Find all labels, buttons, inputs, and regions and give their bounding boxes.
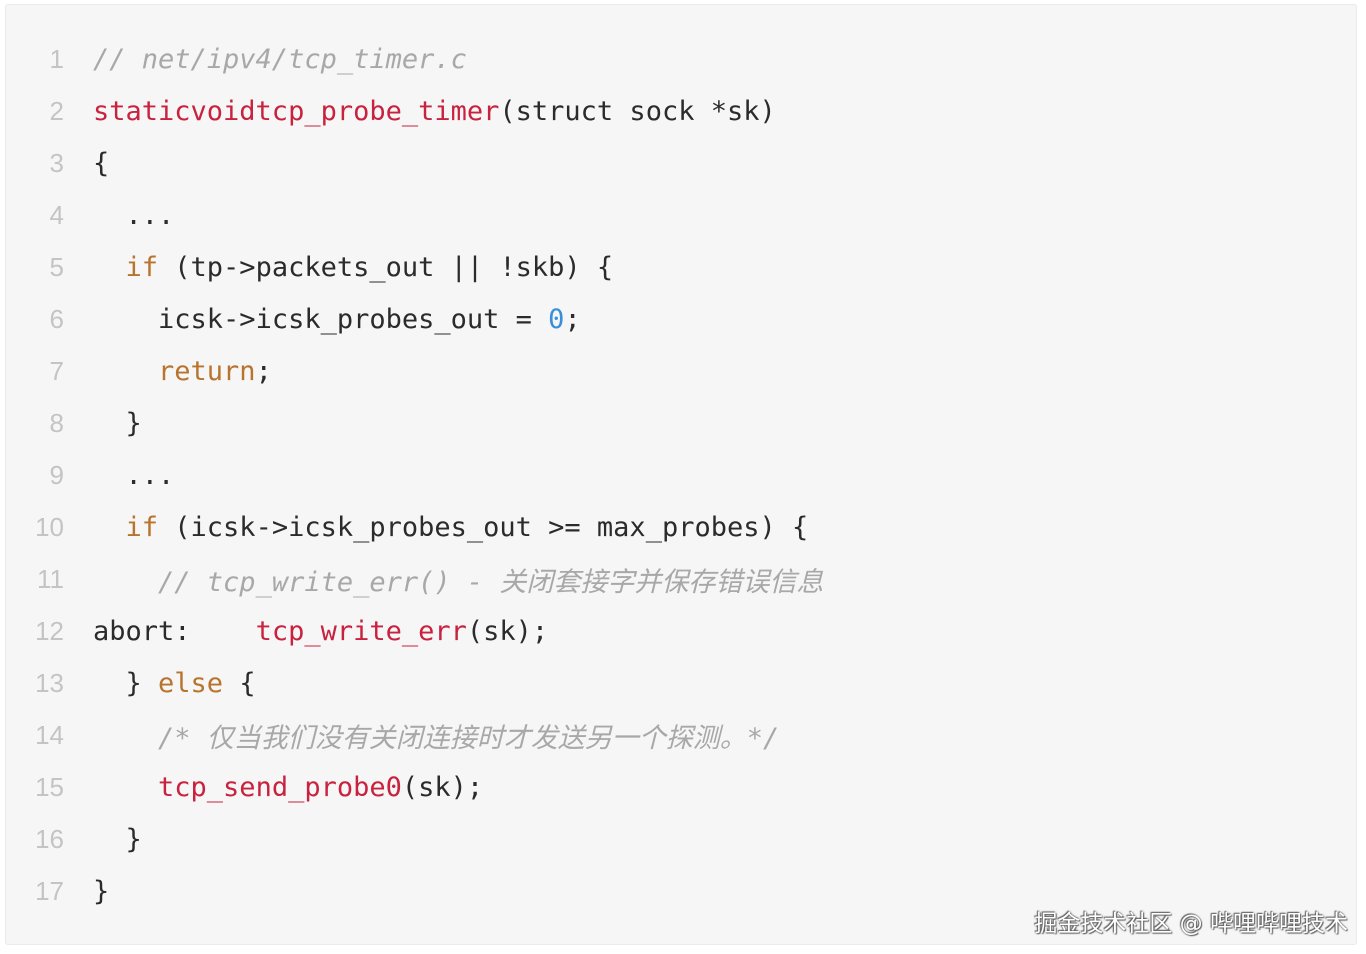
code-text: return; bbox=[93, 356, 272, 387]
code-text: if (tp->packets_out || !skb) { bbox=[93, 251, 614, 283]
code-token-plain: ; bbox=[564, 303, 581, 335]
code-line: 9 ... bbox=[6, 449, 1356, 501]
code-line: 4 ... bbox=[6, 189, 1356, 241]
line-number: 3 bbox=[49, 147, 64, 178]
code-text: } else { bbox=[93, 668, 256, 699]
code-line: 7 return; bbox=[6, 345, 1356, 397]
code-token-plain: (struct sock *sk) bbox=[499, 95, 776, 127]
code-line: 5 if (tp->packets_out || !skb) { bbox=[6, 241, 1356, 293]
line-number: 10 bbox=[35, 511, 64, 542]
code-token-function: tcp_write_err bbox=[255, 615, 467, 647]
code-token-comment: /* 仅当我们没有关闭连接时才发送另一个探测。*/ bbox=[158, 722, 780, 754]
line-number: 7 bbox=[49, 355, 64, 386]
code-token-plain: (sk); bbox=[466, 615, 549, 647]
code-token-plain: } bbox=[125, 667, 159, 699]
code-token-plain: (icsk->icsk_probes_out >= max_probes) { bbox=[158, 511, 809, 543]
code-token-keyword: if bbox=[125, 251, 159, 283]
code-line: 13 } else { bbox=[6, 657, 1356, 709]
code-text: { bbox=[93, 148, 109, 179]
code-line: 1 // net/ipv4/tcp_timer.c bbox=[6, 33, 1356, 85]
code-token-plain: abort: bbox=[93, 615, 256, 647]
line-number: 14 bbox=[35, 719, 64, 750]
code-line: 16 } bbox=[6, 813, 1356, 865]
line-number: 16 bbox=[35, 823, 64, 854]
code-text: if (icsk->icsk_probes_out >= max_probes)… bbox=[93, 511, 809, 543]
code-line: 10 if (icsk->icsk_probes_out >= max_prob… bbox=[6, 501, 1356, 553]
code-text: // tcp_write_err() - 关闭套接字并保存错误信息 bbox=[93, 560, 823, 599]
code-token-plain: } bbox=[93, 875, 110, 907]
code-token-plain: { bbox=[93, 147, 110, 179]
code-text: icsk->icsk_probes_out = 0; bbox=[93, 304, 581, 335]
code-text: /* 仅当我们没有关闭连接时才发送另一个探测。*/ bbox=[93, 716, 779, 755]
line-number: 15 bbox=[35, 771, 64, 802]
code-line: 3{ bbox=[6, 137, 1356, 189]
code-block: 1 // net/ipv4/tcp_timer.c 2 staticvoidtcp_p… bbox=[5, 4, 1357, 945]
line-number: 11 bbox=[37, 563, 64, 594]
code-line: 12 abort: tcp_write_err(sk); bbox=[6, 605, 1356, 657]
code-token-plain: (sk); bbox=[401, 771, 484, 803]
code-token-keyword: if bbox=[125, 511, 159, 543]
code-token-comment: // tcp_write_err() - 关闭套接字并保存错误信息 bbox=[158, 566, 824, 598]
line-number: 5 bbox=[49, 251, 64, 282]
line-number: 2 bbox=[49, 95, 64, 126]
code-token-plain: { bbox=[223, 667, 256, 699]
code-text: // net/ipv4/tcp_timer.c bbox=[93, 44, 467, 75]
code-token-plain: } bbox=[125, 407, 142, 439]
code-line: 2 staticvoidtcp_probe_timer(struct sock *… bbox=[6, 85, 1356, 137]
line-number: 1 bbox=[49, 43, 64, 74]
line-number: 4 bbox=[49, 199, 64, 230]
code-token-plain: ; bbox=[255, 355, 272, 387]
code-line: 6 icsk->icsk_probes_out = 0; bbox=[6, 293, 1356, 345]
code-token-number: 0 bbox=[548, 303, 565, 335]
line-number: 9 bbox=[49, 459, 64, 490]
code-token-keyword: else bbox=[158, 667, 224, 699]
code-text: tcp_send_probe0(sk); bbox=[93, 772, 483, 803]
code-line: 11 // tcp_write_err() - 关闭套接字并保存错误信息 bbox=[6, 553, 1356, 605]
code-text: } bbox=[93, 876, 109, 907]
code-token-function: staticvoidtcp_probe_timer bbox=[93, 95, 500, 127]
code-text: } bbox=[93, 408, 142, 439]
line-number: 8 bbox=[49, 407, 64, 438]
code-token-plain: icsk->icsk_probes_out = bbox=[158, 303, 549, 335]
code-token-plain: (tp->packets_out || !skb) { bbox=[158, 251, 614, 283]
code-text: ... bbox=[93, 459, 175, 491]
code-line: 14 /* 仅当我们没有关闭连接时才发送另一个探测。*/ bbox=[6, 709, 1356, 761]
code-text: ... bbox=[93, 199, 175, 231]
code-token-comment: // net/ipv4/tcp_timer.c bbox=[93, 43, 467, 75]
line-number: 13 bbox=[35, 667, 64, 698]
code-text: abort: tcp_write_err(sk); bbox=[93, 616, 548, 647]
line-number: 17 bbox=[35, 875, 64, 906]
line-number: 6 bbox=[49, 303, 64, 334]
code-line: 8 } bbox=[6, 397, 1356, 449]
code-line: 17} bbox=[6, 865, 1356, 917]
line-number: 12 bbox=[35, 615, 64, 646]
code-token-plain: ... bbox=[125, 459, 175, 491]
code-token-keyword: return bbox=[158, 355, 256, 387]
code-text: staticvoidtcp_probe_timer(struct sock *s… bbox=[93, 96, 776, 127]
code-token-plain: ... bbox=[125, 199, 175, 231]
code-token-plain: } bbox=[125, 823, 142, 855]
code-line: 15 tcp_send_probe0(sk); bbox=[6, 761, 1356, 813]
watermark: 掘金技术社区 @ 哔哩哔哩技术 bbox=[1034, 911, 1348, 937]
code-text: } bbox=[93, 824, 142, 855]
code-token-function: tcp_send_probe0 bbox=[158, 771, 402, 803]
